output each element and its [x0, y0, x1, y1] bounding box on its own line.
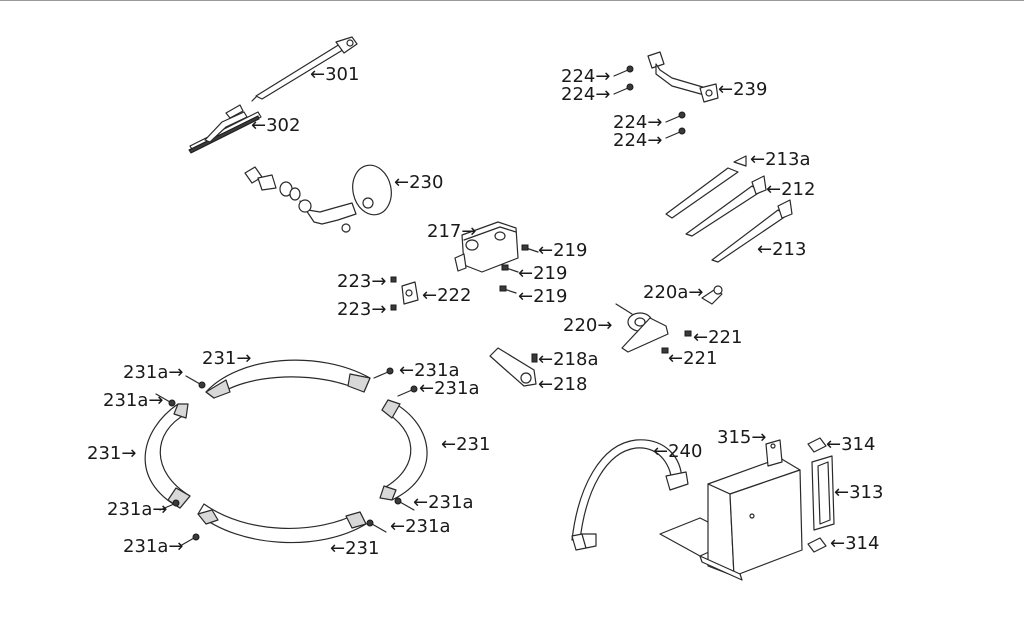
- part-218-inner-handle: [489, 347, 538, 387]
- callout-231a-5: 231a→: [107, 499, 167, 520]
- part-219-screws: [499, 244, 539, 294]
- callout-239: ←239: [718, 79, 767, 100]
- callout-221-b: ←221: [668, 348, 717, 369]
- part-222-striker: [390, 276, 419, 311]
- callout-231a-6: ←231a: [413, 492, 473, 513]
- callout-240: ←240: [653, 441, 702, 462]
- part-314-clips: [807, 437, 827, 553]
- callout-314-a: ←314: [826, 434, 875, 455]
- callout-231-bottom: ←231: [330, 538, 379, 559]
- callout-230: ←230: [394, 172, 443, 193]
- callout-218: ←218: [538, 374, 587, 395]
- part-231-right-arch: [379, 399, 428, 501]
- callout-315: 315→: [717, 427, 766, 448]
- callout-219-a: ←219: [538, 240, 587, 261]
- callout-231a-3: 231a→: [103, 390, 163, 411]
- callout-220: 220→: [563, 315, 612, 336]
- part-302-wiper-blade: [188, 104, 262, 154]
- callout-213: ←213: [757, 239, 806, 260]
- callout-220a: 220a→: [643, 282, 703, 303]
- callout-223-b: 223→: [337, 299, 386, 320]
- callout-222: ←222: [422, 285, 471, 306]
- callout-224-a: 224→: [561, 66, 610, 87]
- part-231-top-arch: [205, 359, 371, 399]
- callout-224-d: 224→: [613, 130, 662, 151]
- callout-231-right: ←231: [441, 434, 490, 455]
- callout-213a: ←213a: [750, 149, 810, 170]
- part-213a-tip: [733, 155, 747, 167]
- callout-231a-8: ←231a: [390, 516, 450, 537]
- callout-231a-4: ←231a: [419, 378, 479, 399]
- callout-314-b: ←314: [830, 533, 879, 554]
- part-231-left-arch: [144, 403, 191, 509]
- part-217-lock-body: [454, 221, 519, 273]
- callout-302: ←302: [251, 115, 300, 136]
- callout-223-a: 223→: [337, 271, 386, 292]
- callout-301: ←301: [310, 64, 359, 85]
- callout-231a-2: ←231a: [399, 360, 459, 381]
- part-231a-bolts: [155, 367, 418, 547]
- callout-224-c: 224→: [613, 112, 662, 133]
- part-240-mudguard: [571, 439, 689, 551]
- part-213-rod: [711, 199, 793, 263]
- callout-313: ←313: [834, 482, 883, 503]
- part-313-strap: [811, 455, 835, 531]
- top-border-line: [0, 0, 1024, 1]
- callout-218a: ←218a: [538, 349, 598, 370]
- part-224-bolts: [613, 65, 686, 139]
- part-221-screws: [661, 330, 692, 354]
- callout-231-left: 231→: [87, 443, 136, 464]
- callout-labels: ←301 ←302 ←230 217→ ←219 ←219 ←219 223→ …: [87, 64, 883, 559]
- callout-231a-1: 231a→: [123, 362, 183, 383]
- callout-221-a: ←221: [693, 327, 742, 348]
- part-231-bottom-arch: [197, 503, 367, 544]
- part-239-grab-handle: [647, 51, 719, 103]
- part-301-wiper-arm: [251, 36, 358, 102]
- part-212-rod: [665, 167, 767, 237]
- callout-212: ←212: [766, 179, 815, 200]
- part-220a-key: [701, 285, 723, 305]
- callout-231-top: 231→: [202, 348, 251, 369]
- callout-231a-7: 231a→: [123, 536, 183, 557]
- callout-219-c: ←219: [518, 286, 567, 307]
- part-315-battery-box: [659, 439, 803, 581]
- callout-224-b: 224→: [561, 84, 610, 105]
- part-220-door-handle: [615, 303, 669, 353]
- callout-219-b: ←219: [518, 263, 567, 284]
- callout-217: 217→: [427, 221, 476, 242]
- part-230-mirror: [244, 164, 392, 233]
